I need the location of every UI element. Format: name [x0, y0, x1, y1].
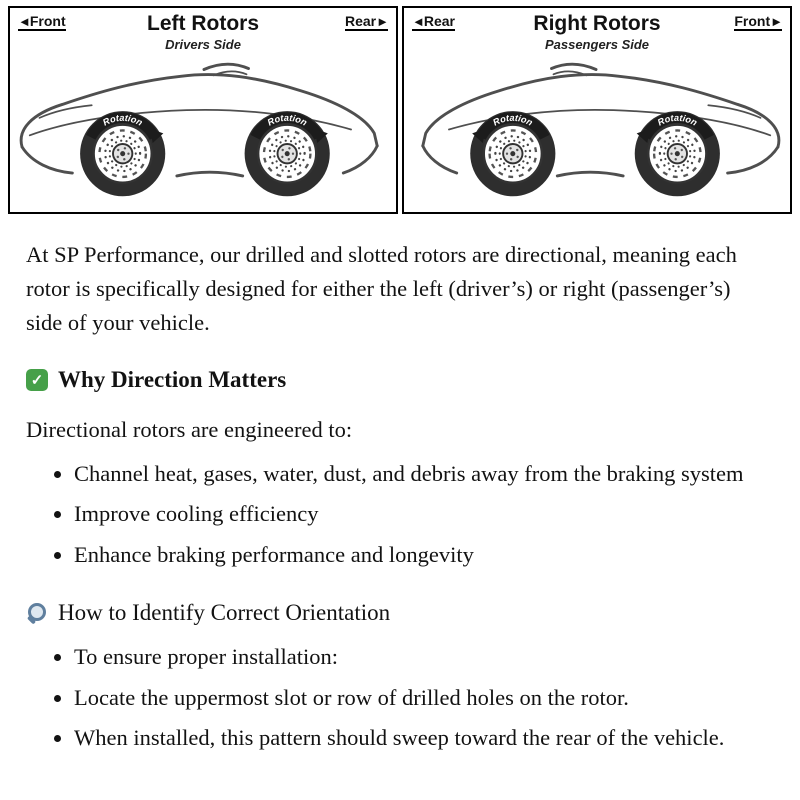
- list-item: Channel heat, gases, water, dust, and de…: [74, 457, 770, 491]
- section-heading-text: Why Direction Matters: [58, 366, 287, 392]
- check-icon: ✓: [26, 368, 48, 391]
- magnifier-icon: [26, 602, 48, 625]
- magnifier-lens: [28, 602, 46, 621]
- right-side-car-illustration: Rotation Rotation: [421, 62, 781, 204]
- left-rotors-panel: ◄Front Rear► Left Rotors Drivers Side Ro…: [8, 6, 398, 214]
- rear-rotor: [245, 111, 330, 196]
- arrow-right-icon: ►: [770, 14, 783, 29]
- arrow-left-icon: ◄: [18, 14, 31, 29]
- rotation-label: Rotation: [266, 113, 309, 128]
- rotation-label: Rotation: [656, 113, 699, 128]
- section-heading-orientation: How to Identify Correct Orientation: [26, 600, 770, 626]
- car-outline: [421, 62, 781, 178]
- front-direction-label: ◄Front: [18, 13, 66, 32]
- svg-text:Rotation: Rotation: [491, 113, 534, 128]
- section-heading-text: How to Identify Correct Orientation: [58, 599, 391, 625]
- rear-direction-label: Rear►: [344, 13, 389, 32]
- svg-text:Rotation: Rotation: [266, 113, 309, 128]
- article: At SP Performance, our drilled and slott…: [0, 214, 800, 755]
- svg-text:Rotation: Rotation: [656, 113, 699, 128]
- list-item: Improve cooling efficiency: [74, 497, 770, 531]
- panel-title: Left Rotors: [147, 12, 259, 35]
- rotor-orientation-diagram: ◄Front Rear► Left Rotors Drivers Side Ro…: [8, 6, 792, 214]
- list-item: Locate the uppermost slot or row of dril…: [74, 681, 770, 715]
- panel-title: Right Rotors: [533, 12, 661, 35]
- panel-subtitle: Passengers Side: [544, 37, 650, 52]
- front-direction-label: Front►: [734, 13, 783, 32]
- arrow-right-icon: ►: [376, 14, 389, 29]
- lead-text: Directional rotors are engineered to:: [26, 416, 353, 442]
- orientation-list: To ensure proper installation: Locate th…: [26, 640, 770, 755]
- rear-direction-label: ◄Rear: [412, 13, 456, 32]
- list-item: Enhance braking performance and longevit…: [74, 538, 770, 572]
- rear-rotor: [470, 111, 555, 196]
- front-rotor: [80, 111, 165, 196]
- front-rotor: [635, 111, 720, 196]
- right-rotors-panel: ◄Rear Front► Right Rotors Passengers Sid…: [402, 6, 792, 214]
- list-item: To ensure proper installation:: [74, 640, 770, 674]
- car-outline: [19, 62, 379, 178]
- rotation-label: Rotation: [101, 113, 144, 128]
- check-glyph: ✓: [30, 371, 44, 389]
- arrow-left-icon: ◄: [412, 14, 425, 29]
- panel-subtitle: Drivers Side: [165, 37, 241, 52]
- rotation-label: Rotation: [491, 113, 534, 128]
- list-item: When installed, this pattern should swee…: [74, 721, 770, 755]
- benefits-list: Channel heat, gases, water, dust, and de…: [26, 457, 770, 572]
- svg-text:Rotation: Rotation: [101, 113, 144, 128]
- left-side-car-illustration: Rotation Rotation: [19, 62, 379, 204]
- section-heading-direction: ✓ Why Direction Matters: [26, 367, 770, 393]
- intro-paragraph: At SP Performance, our drilled and slott…: [26, 242, 737, 336]
